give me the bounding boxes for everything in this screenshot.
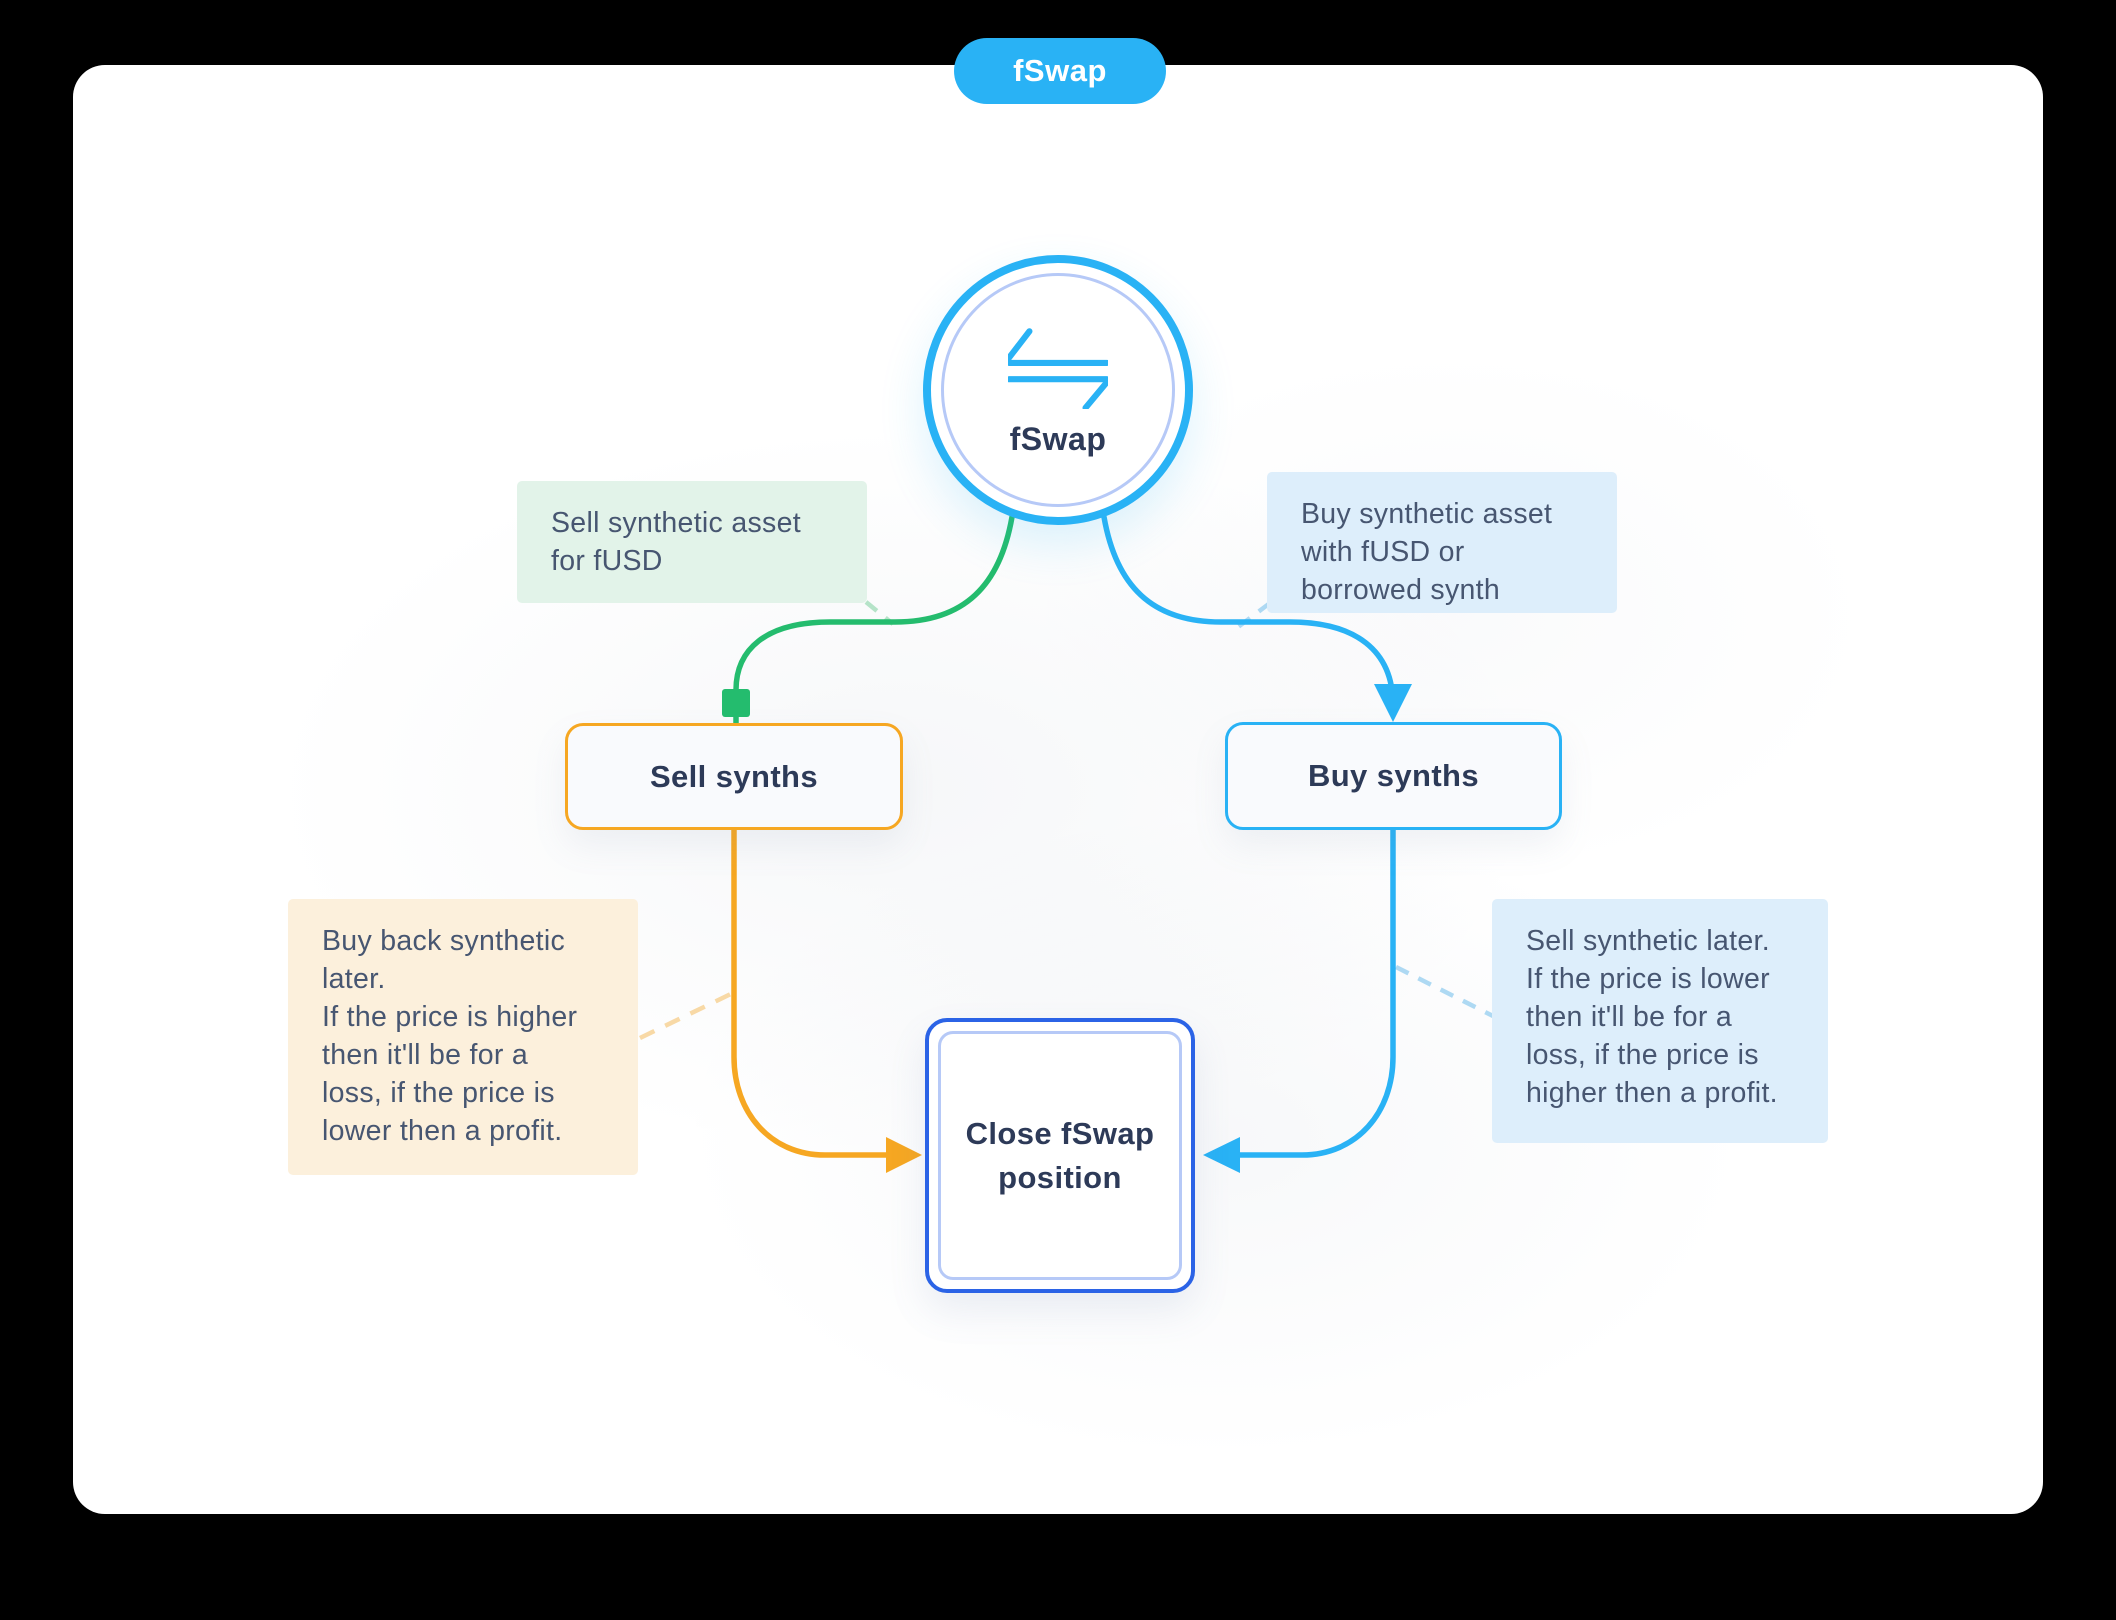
fswap-tab-label: fSwap (1013, 53, 1107, 88)
note-buy-back-later: Buy back synthetic later. If the price i… (288, 899, 638, 1175)
circle-inner-ring (941, 273, 1175, 507)
node-close-position-label: Close fSwap position (938, 1031, 1182, 1280)
node-sell-synths: Sell synths (565, 723, 903, 830)
note-sell-later: Sell synthetic later. If the price is lo… (1492, 899, 1828, 1143)
note-sell-synthetic-asset: Sell synthetic asset for fUSD (517, 481, 867, 603)
node-buy-synths: Buy synths (1225, 722, 1562, 830)
fswap-center-node: fSwap (923, 255, 1193, 525)
note-buy-synthetic-asset: Buy synthetic asset with fUSD or borrowe… (1267, 472, 1617, 613)
fswap-tab-badge: fSwap (954, 38, 1166, 104)
node-buy-synths-label: Buy synths (1307, 758, 1480, 793)
node-sell-synths-label: Sell synths (649, 758, 819, 794)
node-close-position: Close fSwap position (925, 1018, 1195, 1293)
